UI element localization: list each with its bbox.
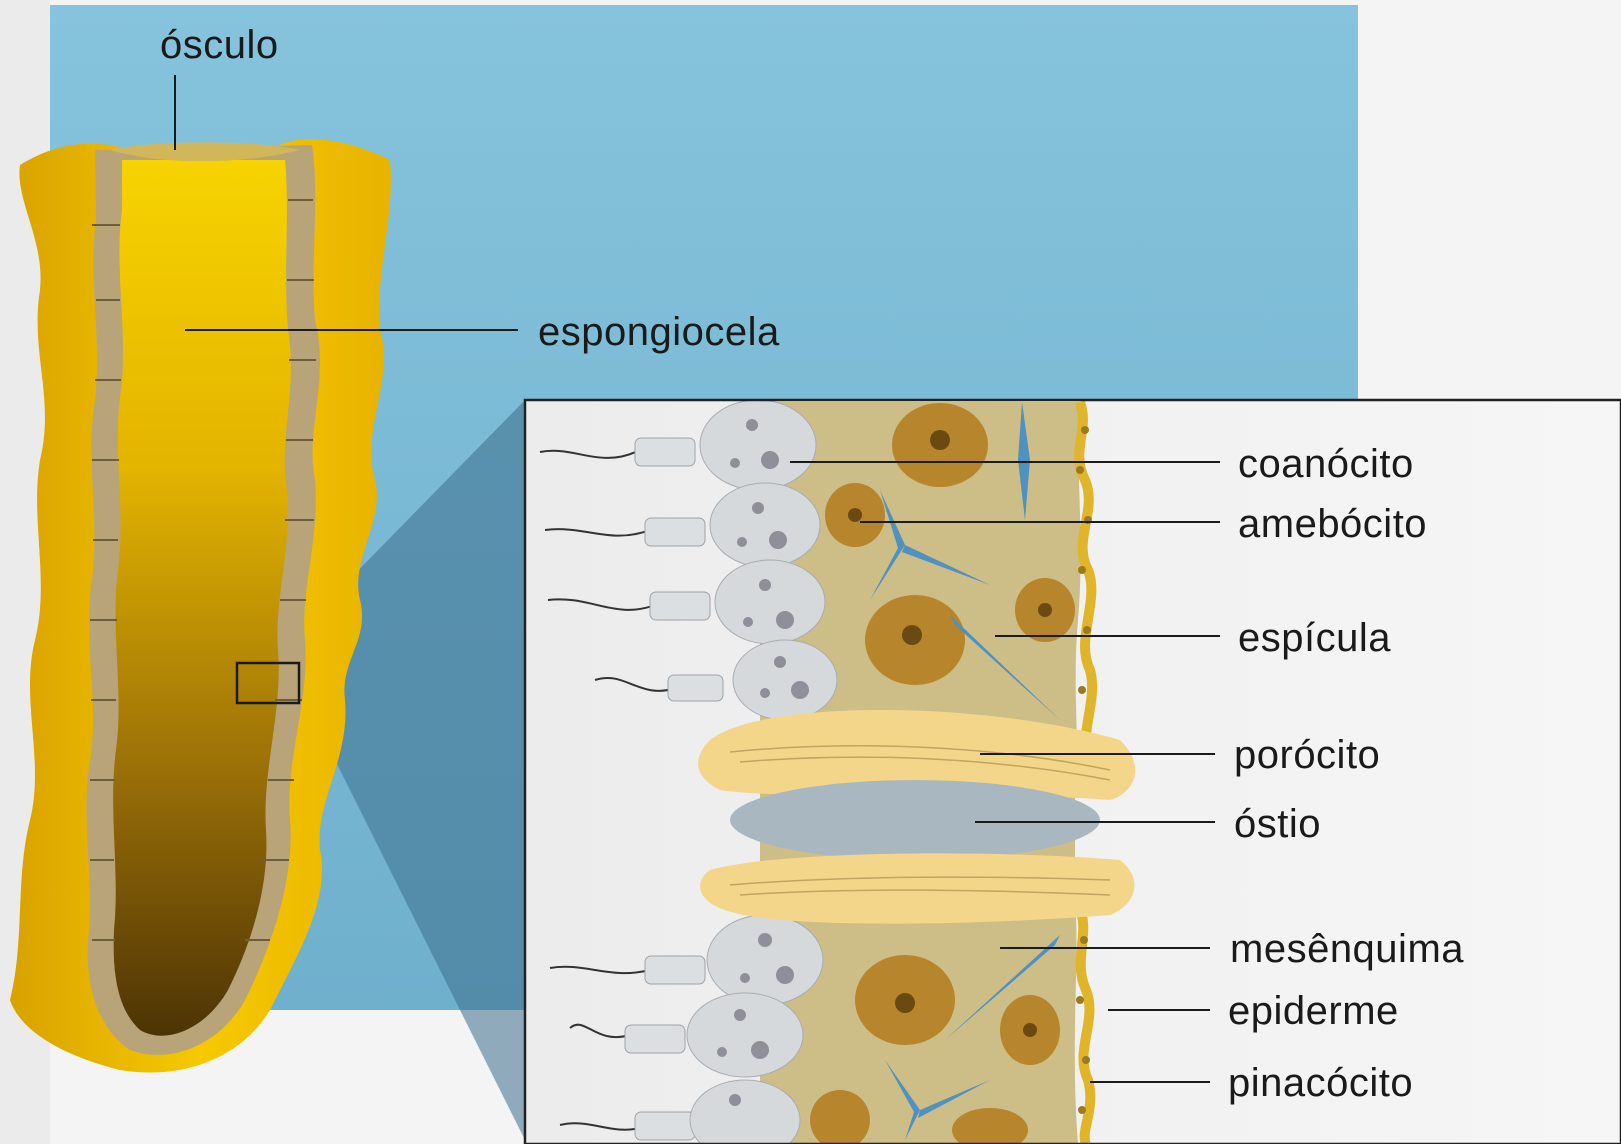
label-porocito: porócito: [1234, 733, 1380, 777]
label-mesenquima: mesênquima: [1230, 927, 1464, 971]
porocyte-lower: [700, 853, 1134, 923]
label-ostio: óstio: [1234, 802, 1321, 846]
label-epiderme: epiderme: [1228, 989, 1399, 1033]
label-coanocito: coanócito: [1238, 442, 1414, 486]
label-amebocito: amebócito: [1238, 502, 1427, 546]
ostium: [730, 780, 1100, 860]
label-pinacocito: pinacócito: [1228, 1061, 1413, 1105]
label-espicula: espícula: [1238, 616, 1391, 660]
label-osculo: ósculo: [160, 23, 279, 67]
label-espongiocela: espongiocela: [538, 310, 780, 354]
